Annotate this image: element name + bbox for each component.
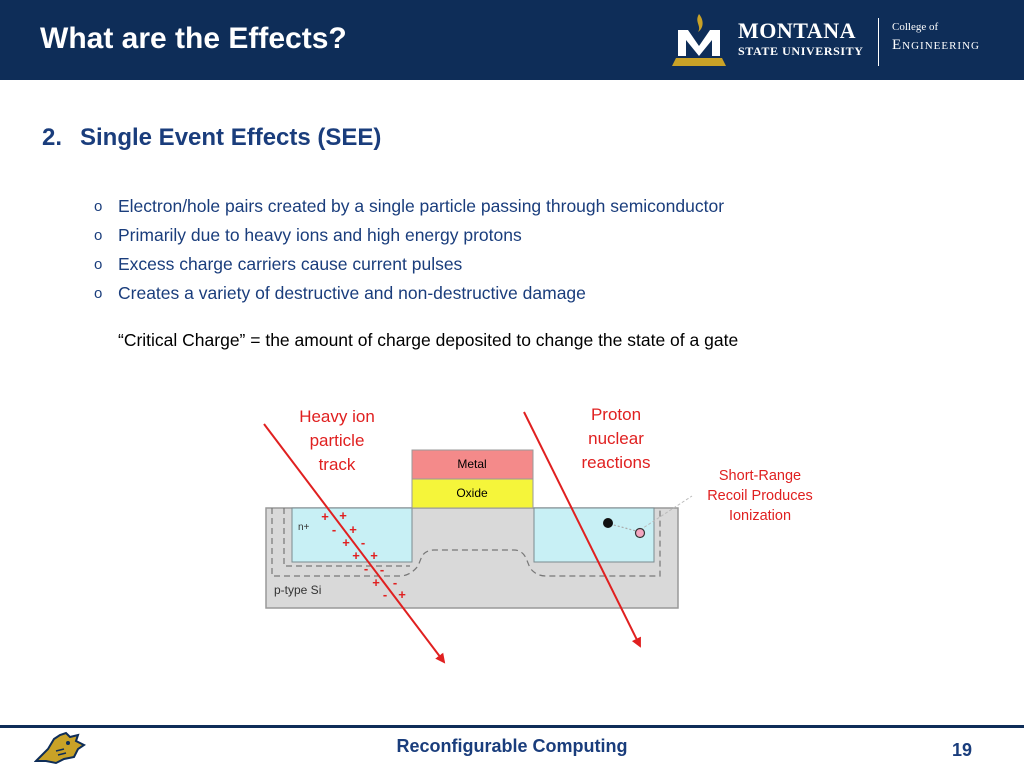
university-line2: STATE UNIVERSITY bbox=[738, 44, 864, 58]
charge-carrier: + bbox=[339, 508, 347, 523]
slide-title: What are the Effects? bbox=[40, 22, 347, 55]
oxide-layer bbox=[411, 478, 534, 509]
logo-divider bbox=[878, 18, 879, 66]
section-heading-text: Single Event Effects (SEE) bbox=[80, 124, 382, 151]
proton-label-line: Proton bbox=[591, 405, 641, 424]
charge-carrier: - bbox=[380, 562, 384, 577]
proton-label-line: nuclear bbox=[588, 429, 644, 448]
recoil-label: Short-Range Recoil Produces Ionization bbox=[707, 468, 813, 524]
proton-impact-point bbox=[603, 518, 613, 528]
charge-carriers: ++-++-++--+--+ bbox=[321, 508, 406, 602]
depletion-boundary bbox=[283, 508, 410, 567]
metal-label: Metal bbox=[457, 457, 486, 471]
substrate-label: p-type Si bbox=[274, 583, 321, 597]
footer-divider bbox=[0, 725, 1024, 728]
proton-track bbox=[523, 411, 641, 648]
recoil-pointer-line bbox=[639, 495, 693, 531]
critical-charge-definition: “Critical Charge” = the amount of charge… bbox=[118, 330, 739, 350]
bobcat-logo-icon bbox=[34, 731, 86, 765]
bullet-marker: o bbox=[94, 285, 103, 302]
n-plus-label: n+ bbox=[298, 522, 310, 533]
see-diagram: Metal Oxide n+ p-type Si ++-++-++--+--+ … bbox=[263, 405, 813, 664]
charge-carrier: + bbox=[398, 587, 406, 602]
section-number: 2. bbox=[42, 124, 63, 151]
bullet-marker: o bbox=[94, 198, 103, 215]
n-plus-region bbox=[291, 507, 413, 563]
section-heading: 2. Single Event Effects (SEE) bbox=[42, 124, 381, 152]
charge-carrier: - bbox=[393, 575, 397, 590]
bullet-marker: o bbox=[94, 227, 103, 244]
oxide-label: Oxide bbox=[456, 486, 488, 500]
footer-title: Reconfigurable Computing bbox=[396, 736, 628, 756]
recoil-ion bbox=[634, 527, 646, 539]
recoil-dotted-line bbox=[609, 523, 641, 533]
bullet-text: Creates a variety of destructive and non… bbox=[118, 283, 586, 303]
header-bar: What are the Effects? MONTANA STATE UNIV… bbox=[0, 0, 1024, 80]
msu-engineering-logo: MONTANA STATE UNIVERSITY College of Engi… bbox=[668, 12, 1018, 70]
proton-label: Proton nuclear reactions bbox=[582, 405, 651, 472]
charge-carrier: - bbox=[364, 561, 368, 576]
charge-carrier: + bbox=[370, 548, 378, 563]
charge-carrier: + bbox=[321, 509, 329, 524]
bullet-text: Electron/hole pairs created by a single … bbox=[118, 196, 725, 216]
heavy-ion-track bbox=[263, 423, 446, 664]
charge-carrier: + bbox=[352, 548, 360, 563]
charge-carrier: + bbox=[372, 575, 380, 590]
recoil-label-line: Recoil Produces bbox=[707, 488, 813, 504]
university-name: MONTANA STATE UNIVERSITY bbox=[738, 18, 864, 58]
recoil-label-line: Ionization bbox=[729, 508, 791, 524]
bullet-text: Primarily due to heavy ions and high ene… bbox=[118, 225, 522, 245]
msu-m-logo-icon bbox=[672, 14, 726, 66]
charge-carrier: - bbox=[383, 587, 387, 602]
university-line1: MONTANA bbox=[738, 18, 856, 43]
charge-carrier: + bbox=[342, 535, 350, 550]
college-line2: Engineering bbox=[892, 37, 980, 53]
heavy-ion-label-line: particle bbox=[310, 431, 365, 450]
college-line1: College of bbox=[892, 21, 939, 33]
charge-carrier: - bbox=[332, 522, 336, 537]
bullet-text: Excess charge carriers cause current pul… bbox=[118, 254, 463, 274]
heavy-ion-label-line: Heavy ion bbox=[299, 407, 375, 426]
heavy-ion-label-line: track bbox=[319, 455, 356, 474]
page-number: 19 bbox=[952, 740, 973, 760]
heavy-ion-label: Heavy ion particle track bbox=[299, 407, 375, 474]
charge-carrier: - bbox=[361, 535, 365, 550]
proton-label-line: reactions bbox=[582, 453, 651, 472]
college-name: College of Engineering bbox=[892, 22, 980, 53]
charge-carrier: + bbox=[349, 522, 357, 537]
depletion-boundary bbox=[271, 508, 661, 577]
bullet-marker: o bbox=[94, 256, 103, 273]
recoil-label-line: Short-Range bbox=[719, 468, 801, 484]
